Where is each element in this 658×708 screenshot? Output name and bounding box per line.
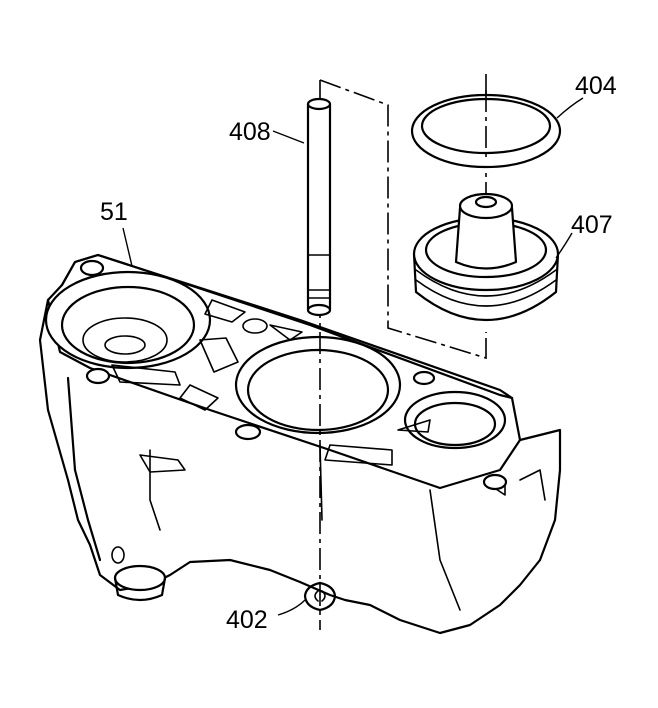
- leader-lines: [122, 97, 584, 616]
- seal-ring-404: [410, 90, 562, 169]
- callout-407: 407: [571, 211, 613, 239]
- pin-408: [306, 97, 332, 317]
- callout-404: 404: [575, 72, 617, 100]
- callout-408: 408: [229, 118, 271, 146]
- callout-402: 402: [226, 606, 268, 634]
- piston-407: [412, 192, 560, 321]
- callout-51: 51: [100, 198, 128, 226]
- housing-51: [38, 253, 562, 635]
- snap-ring-402: [303, 581, 337, 612]
